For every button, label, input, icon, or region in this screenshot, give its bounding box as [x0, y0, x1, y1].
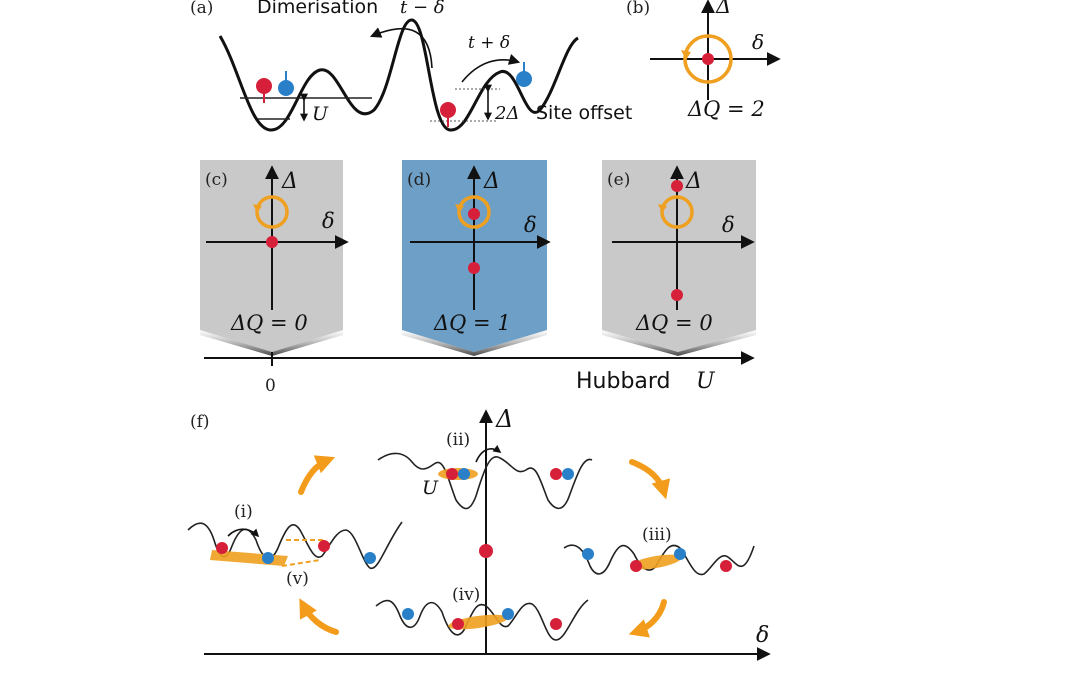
- e-charge-label: ΔQ = 0: [635, 311, 713, 335]
- c-label: (c): [205, 170, 228, 190]
- e-background: [602, 160, 756, 352]
- hubbard-zero-label: 0: [265, 376, 276, 396]
- panel-f-label: (f): [190, 412, 210, 432]
- d-delta-label: Δ: [483, 169, 500, 194]
- hubbard-label-var: U: [696, 369, 716, 394]
- u-label: U: [312, 103, 329, 125]
- step-ii-label: (ii): [446, 430, 470, 450]
- panel-b-label: (b): [626, 0, 650, 18]
- cycle-arrow-top-left: [298, 455, 336, 495]
- e-label: (e): [607, 170, 630, 190]
- b-loop-arrowhead: [681, 50, 691, 60]
- step-i-label: (i): [234, 502, 253, 522]
- strong-hopping-label: t + δ: [468, 33, 510, 53]
- panel-e: (e) Δ δ ΔQ = 0: [602, 160, 756, 356]
- f-delta-label: Δ: [495, 405, 513, 433]
- d-charge-label: ΔQ = 1: [433, 311, 511, 335]
- step-iv-potential: [375, 599, 589, 641]
- panel-a: (a) Dimerisation t − δ t + δ U 2Δ Site o…: [190, 0, 632, 132]
- red-fermion: [440, 102, 456, 127]
- step-iv-label: (iv): [452, 585, 480, 605]
- f-degeneracy-point: [479, 544, 493, 558]
- offset-value-label: 2Δ: [494, 103, 519, 124]
- d-loop-arrowhead: [455, 204, 464, 213]
- step-iii-label: (iii): [642, 525, 672, 545]
- e-delta-label: Δ: [685, 169, 702, 194]
- cycle-arrow-bottom-right: [628, 599, 667, 638]
- step-i-potential: [187, 521, 403, 570]
- dimerisation-label: Dimerisation: [257, 0, 378, 18]
- d-shadow: [402, 330, 547, 356]
- c-shadow: [200, 330, 343, 356]
- cycle-arrow-top-right: [629, 459, 671, 500]
- d-degeneracy-point-lower: [468, 262, 480, 274]
- panel-b: (b) Δ δ ΔQ = 2: [626, 0, 781, 121]
- site-offset-label: Site offset: [536, 102, 632, 124]
- red-fermion: [256, 78, 272, 103]
- c-delta-label: Δ: [281, 169, 298, 194]
- step-v-label: (v): [286, 569, 309, 589]
- strong-hop-arrow: [461, 54, 521, 83]
- e-degeneracy-point-lower: [671, 289, 683, 301]
- f-u-label: U: [422, 477, 439, 499]
- c-loop-arrowhead: [253, 204, 262, 213]
- hubbard-label-text: Hubbard: [576, 369, 671, 394]
- weak-hopping-label: t − δ: [400, 0, 445, 18]
- d-delta-small-label: δ: [524, 213, 537, 237]
- c-charge-label: ΔQ = 0: [230, 311, 308, 335]
- b-delta-small-label: δ: [752, 30, 764, 54]
- blue-fermion: [516, 62, 532, 87]
- f-delta-small-label: δ: [756, 623, 769, 648]
- panel-c: (c) Δ δ ΔQ = 0: [200, 160, 349, 356]
- b-pump-loop: [683, 34, 733, 84]
- blue-fermion: [278, 71, 294, 96]
- e-loop-arrowhead: [658, 204, 667, 213]
- d-degeneracy-point-upper: [468, 208, 480, 220]
- e-shadow: [602, 330, 756, 356]
- b-charge-label: ΔQ = 2: [687, 97, 765, 121]
- panel-f: (f) Δ δ (ii) U: [187, 405, 771, 661]
- b-delta-label: Δ: [715, 0, 731, 18]
- e-delta-small-label: δ: [722, 213, 735, 237]
- hubbard-axis: 0 Hubbard U: [204, 351, 755, 396]
- step-iii-potential: [563, 544, 755, 576]
- panel-d: (d) Δ δ ΔQ = 1: [402, 160, 551, 356]
- e-degeneracy-point-upper: [671, 180, 683, 192]
- c-delta-small-label: δ: [322, 209, 335, 233]
- cycle-arrow-bottom-left: [299, 598, 339, 635]
- b-degeneracy-point: [702, 53, 714, 65]
- d-label: (d): [407, 170, 431, 190]
- c-degeneracy-point: [266, 236, 278, 248]
- weak-hop-arrow: [369, 27, 433, 69]
- panel-a-label: (a): [190, 0, 213, 18]
- step-ii-potential: [377, 444, 593, 510]
